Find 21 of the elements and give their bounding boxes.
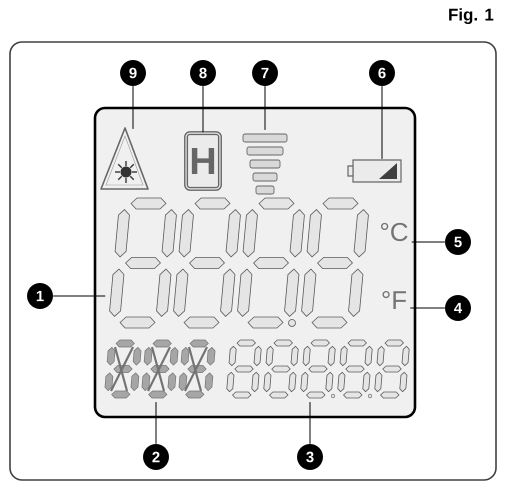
callout-number: 7	[252, 60, 278, 86]
main-digits-drawing	[109, 198, 369, 328]
callout-number: 5	[445, 229, 471, 255]
unit-symbol: °C	[381, 222, 408, 242]
callout-number: 4	[445, 295, 471, 321]
callout-number: 9	[120, 60, 146, 86]
small-digits-drawing	[226, 340, 410, 398]
callout-number: 6	[369, 60, 395, 86]
character-segments-drawing	[104, 340, 216, 398]
leader-line	[264, 86, 266, 130]
signal-bars-icon	[242, 134, 288, 194]
figure-title: Fig. 1	[449, 8, 494, 24]
callout-number: 1	[27, 283, 53, 309]
battery-icon	[347, 159, 402, 183]
unit-symbol: °F	[382, 290, 406, 310]
callout-number: 2	[143, 444, 169, 470]
laser-warning-icon	[100, 127, 149, 190]
callout-number: 3	[297, 444, 323, 470]
leader-line	[132, 86, 134, 130]
callout-number: 8	[190, 60, 216, 86]
leader-line	[202, 86, 204, 133]
